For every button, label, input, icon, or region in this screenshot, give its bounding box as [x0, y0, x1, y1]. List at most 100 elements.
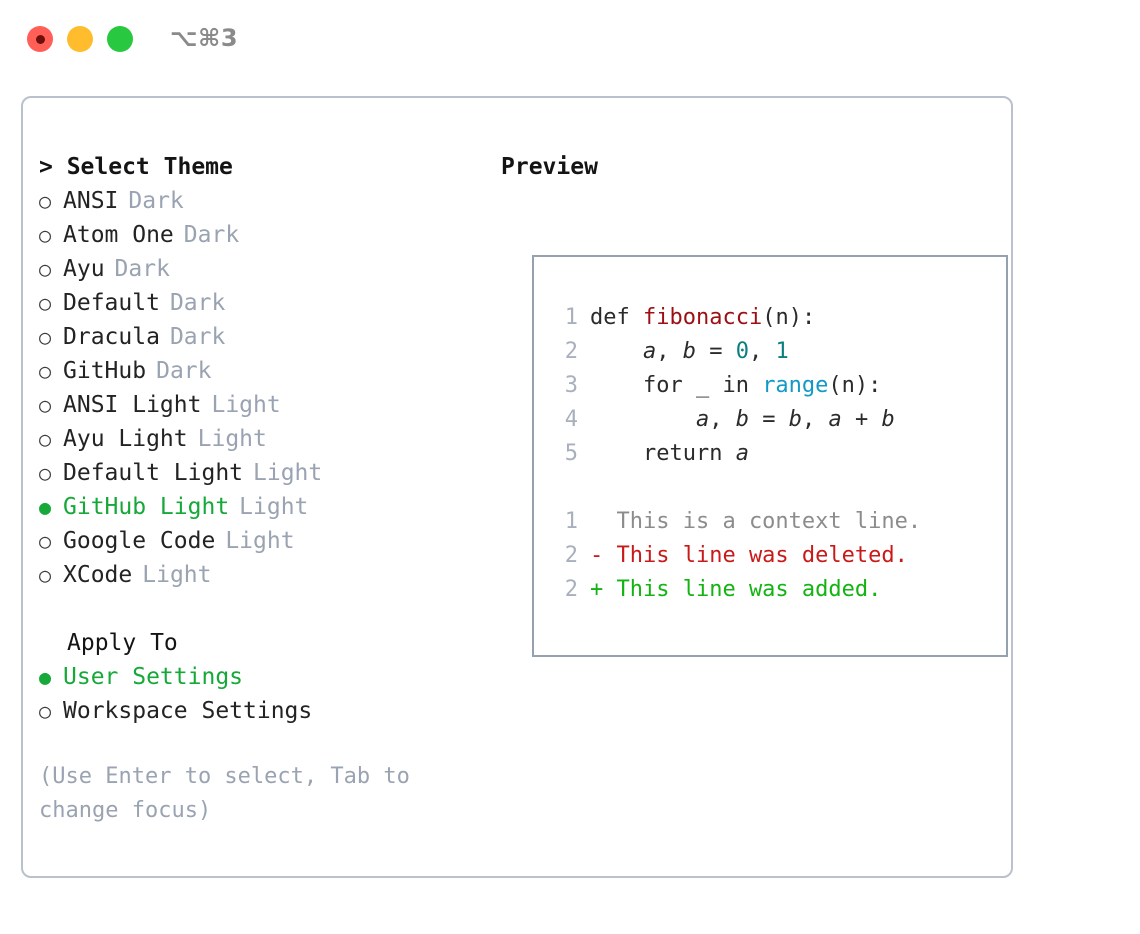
theme-name-label: ANSI	[63, 188, 119, 214]
code-token: a	[642, 339, 657, 364]
diff-line: 1 This is a context line.	[552, 505, 921, 539]
radio-unselected-icon[interactable]: ○	[39, 563, 52, 587]
radio-unselected-icon[interactable]: ○	[39, 529, 52, 553]
code-line: 3 for _ in range(n):	[552, 369, 921, 403]
code-token: (n):	[828, 373, 882, 398]
theme-name-label: Atom One	[63, 222, 174, 248]
radio-unselected-icon[interactable]: ○	[39, 325, 52, 349]
radio-unselected-icon[interactable]: ○	[39, 393, 52, 417]
window-traffic-lights	[27, 26, 133, 52]
code-token: return	[590, 441, 736, 466]
code-token: b	[682, 339, 696, 364]
code-token: 1	[775, 339, 789, 364]
code-token: for _ in	[590, 373, 763, 398]
theme-kind-badge: Light	[142, 562, 212, 588]
line-number: 1	[564, 509, 578, 534]
line-number: 1	[564, 305, 578, 330]
theme-list-item[interactable]: ○ XCode Light	[39, 558, 489, 592]
preview-header: Preview	[501, 154, 598, 180]
code-token	[590, 339, 643, 364]
theme-kind-badge: Dark	[114, 256, 170, 282]
theme-name-label: GitHub Light	[63, 494, 230, 520]
diff-line-text: + This line was added.	[590, 577, 882, 602]
radio-selected-icon[interactable]: ●	[39, 665, 52, 689]
diff-line-text: - This line was deleted.	[590, 543, 908, 568]
theme-name-label: GitHub	[63, 358, 147, 384]
radio-selected-icon[interactable]: ●	[39, 495, 52, 519]
theme-list-item[interactable]: ○ Google Code Light	[39, 524, 489, 558]
radio-unselected-icon[interactable]: ○	[39, 291, 52, 315]
theme-kind-badge: Dark	[128, 188, 184, 214]
code-token: def	[590, 305, 643, 330]
code-token: b	[735, 407, 749, 432]
apply-to-option[interactable]: ○Workspace Settings	[39, 694, 489, 728]
radio-unselected-icon[interactable]: ○	[39, 359, 52, 383]
code-token: range	[762, 373, 829, 398]
radio-unselected-icon[interactable]: ○	[39, 699, 52, 723]
diff-line: 2 - This line was deleted.	[552, 539, 921, 573]
theme-kind-badge: Light	[239, 494, 309, 520]
code-token: a	[735, 441, 749, 466]
code-token: a	[695, 407, 710, 432]
code-line: 5 return a	[552, 437, 921, 471]
theme-name-label: Google Code	[63, 528, 216, 554]
code-spacer	[552, 471, 921, 505]
code-token: a	[828, 407, 842, 432]
apply-to-label: Apply To	[67, 630, 178, 656]
line-number: 2	[564, 339, 578, 364]
theme-kind-badge: Light	[197, 426, 267, 452]
select-theme-header: > Select Theme	[39, 154, 233, 180]
theme-kind-badge: Dark	[169, 290, 226, 316]
code-line-text: return a	[590, 437, 749, 471]
keyboard-shortcut-label: ⌥⌘3	[170, 24, 239, 52]
theme-name-label: XCode	[63, 562, 133, 588]
apply-to-list[interactable]: ●User Settings○Workspace Settings	[39, 660, 489, 728]
code-token: b	[881, 407, 895, 432]
radio-unselected-icon[interactable]: ○	[39, 223, 52, 247]
minimize-window-icon[interactable]	[67, 26, 93, 52]
radio-unselected-icon[interactable]: ○	[39, 257, 52, 281]
apply-to-option[interactable]: ●User Settings	[39, 660, 489, 694]
code-line-text: for _ in range(n):	[590, 369, 881, 403]
theme-kind-badge: Light	[253, 460, 323, 486]
radio-unselected-icon[interactable]: ○	[39, 189, 52, 213]
theme-name-label: Ayu	[63, 256, 105, 282]
close-window-icon[interactable]	[27, 26, 53, 52]
window-titlebar: ⌥⌘3	[0, 0, 1140, 78]
theme-list-item[interactable]: ○ ANSI Dark	[39, 184, 489, 218]
code-line: 4 a, b = b, a + b	[552, 403, 921, 437]
maximize-window-icon[interactable]	[107, 26, 133, 52]
code-token: 0	[735, 339, 749, 364]
radio-unselected-icon[interactable]: ○	[39, 427, 52, 451]
theme-list-item[interactable]: ○ Default Light Light	[39, 456, 489, 490]
line-number: 2	[564, 543, 578, 568]
theme-list-item[interactable]: ○ Atom One Dark	[39, 218, 489, 252]
keyboard-hint-text: (Use Enter to select, Tab to change focu…	[39, 764, 410, 823]
theme-kind-badge: Light	[225, 528, 295, 554]
theme-kind-badge: Dark	[183, 222, 240, 248]
line-number: 2	[564, 577, 578, 602]
diff-line: 2 + This line was added.	[552, 573, 921, 607]
code-line: 2 a, b = 0, 1	[552, 335, 921, 369]
code-line-text: a, b = b, a + b	[590, 403, 895, 437]
theme-name-label: Default Light	[63, 460, 244, 486]
line-number: 3	[564, 373, 578, 398]
code-token: =	[695, 339, 736, 364]
radio-unselected-icon[interactable]: ○	[39, 461, 52, 485]
theme-list-item[interactable]: ○ Ayu Dark	[39, 252, 489, 286]
line-number: 5	[564, 441, 578, 466]
line-number: 4	[564, 407, 578, 432]
theme-list-item[interactable]: ● GitHub Light Light	[39, 490, 489, 524]
